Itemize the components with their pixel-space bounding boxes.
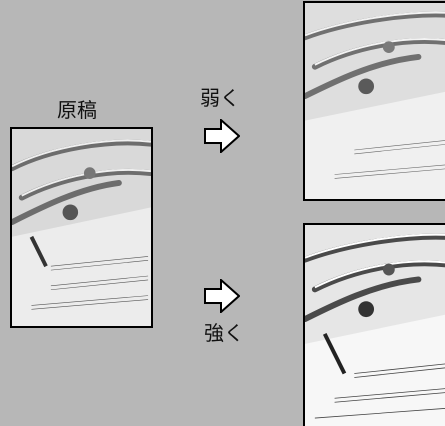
original-photo <box>10 127 153 328</box>
strong-label: 強く <box>204 321 244 345</box>
weak-result-photo <box>303 1 445 201</box>
strong-result-photo <box>303 223 445 426</box>
right-arrow-icon <box>204 119 240 153</box>
original-label: 原稿 <box>57 98 97 122</box>
weak-label: 弱く <box>200 86 240 110</box>
right-arrow-icon <box>204 279 240 313</box>
